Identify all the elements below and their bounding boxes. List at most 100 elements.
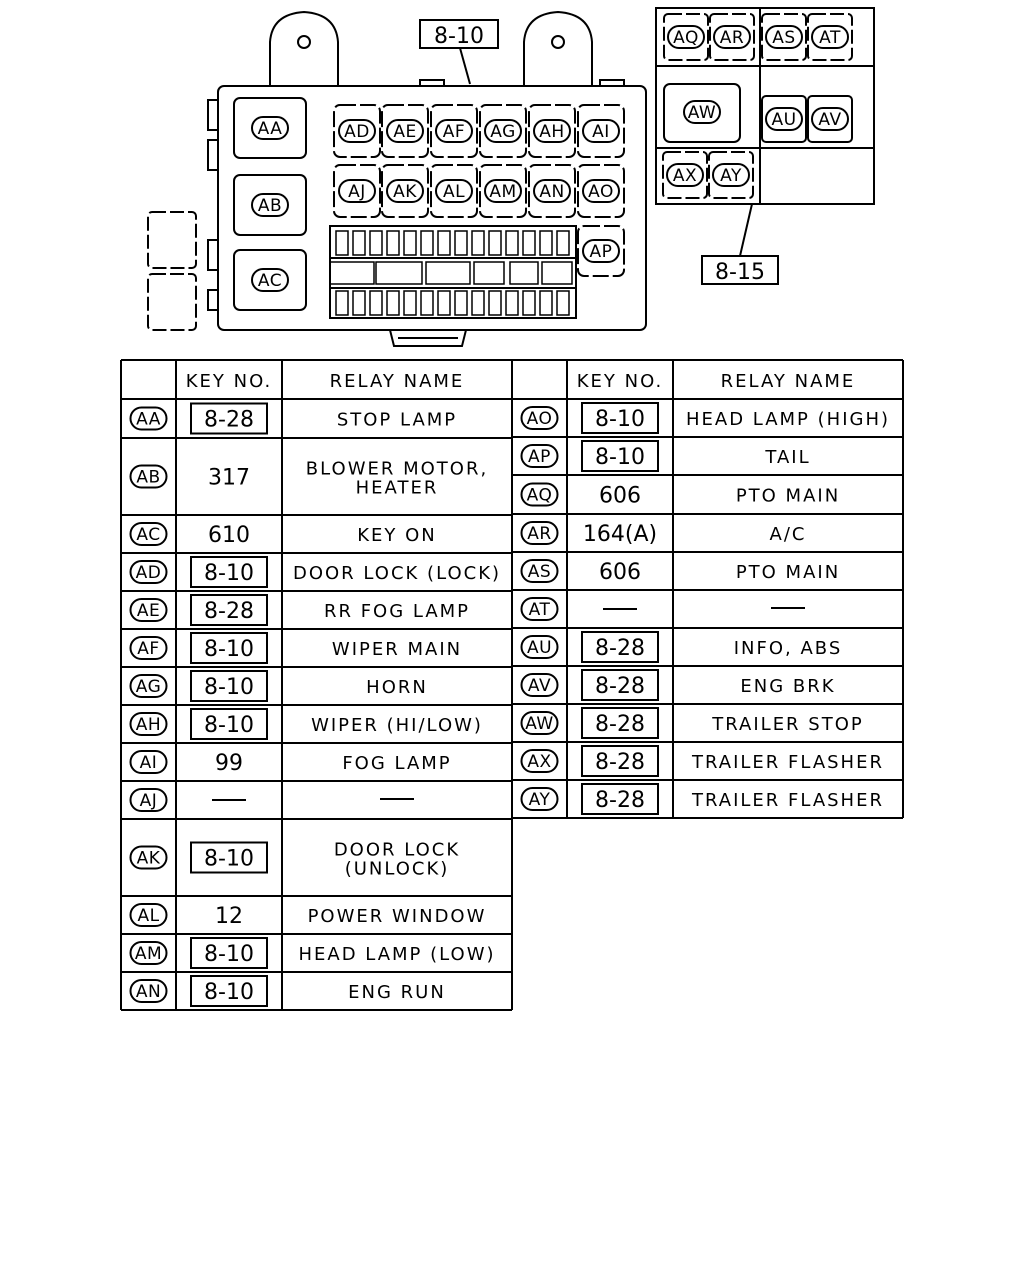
relay-code: AN bbox=[539, 182, 564, 202]
relay-oval bbox=[520, 597, 559, 621]
key-box bbox=[190, 841, 268, 874]
relay-box-drawing bbox=[147, 7, 875, 347]
fuse bbox=[454, 290, 468, 316]
fuse bbox=[420, 230, 434, 256]
relay-code: AH bbox=[136, 715, 161, 735]
relay-code: AU bbox=[771, 110, 796, 130]
relay-label-ac: AC bbox=[251, 268, 289, 292]
relay-code: AR bbox=[720, 28, 744, 48]
relay-name: PTO MAIN bbox=[736, 486, 840, 507]
relay-code: AH bbox=[539, 122, 564, 142]
relay-label-ak: AK bbox=[386, 179, 424, 203]
relay-oval bbox=[520, 406, 559, 430]
table-row: AT—— bbox=[520, 597, 798, 621]
fuse bbox=[437, 230, 451, 256]
relay-name: RR FOG LAMP bbox=[324, 601, 470, 622]
relay-slot bbox=[761, 13, 807, 61]
relay-code: AE bbox=[137, 601, 160, 621]
relay-oval bbox=[338, 119, 376, 143]
relay-oval bbox=[667, 25, 705, 49]
callout-box-8-10 bbox=[419, 19, 499, 49]
relay-label-al: AL bbox=[129, 903, 168, 927]
key-no: 8-10 bbox=[204, 847, 254, 872]
key-no: 8-10 bbox=[204, 675, 254, 700]
relay-code: AI bbox=[592, 122, 610, 142]
relay-name-line-2: (UNLOCK) bbox=[345, 859, 450, 880]
relay-code: AF bbox=[443, 122, 465, 142]
fuse bbox=[437, 290, 451, 316]
relay-oval bbox=[129, 406, 168, 431]
relay-name: ENG BRK bbox=[740, 676, 835, 697]
relay-slot bbox=[709, 13, 755, 61]
relay-slot bbox=[807, 13, 853, 61]
relay-oval bbox=[713, 25, 751, 49]
relay-code: AO bbox=[588, 182, 614, 202]
relay-slot bbox=[528, 104, 576, 158]
relay-oval bbox=[582, 179, 620, 203]
relay-name: TRAILER FLASHER bbox=[691, 790, 884, 811]
relay-name: — bbox=[778, 600, 798, 621]
relay-label-am: AM bbox=[129, 941, 168, 965]
relay-name: INFO, ABS bbox=[734, 638, 843, 659]
relay-oval bbox=[251, 268, 289, 292]
relay-label-av: AV bbox=[811, 107, 849, 131]
fuse bbox=[556, 290, 570, 316]
relay-label-ao: AO bbox=[582, 179, 620, 203]
relay-oval bbox=[520, 673, 559, 697]
relay-label-an: AN bbox=[533, 179, 571, 203]
relay-label-af: AF bbox=[435, 119, 473, 143]
mounting-ear-right bbox=[523, 10, 593, 86]
relay-oval bbox=[129, 788, 168, 812]
relay-oval bbox=[811, 107, 849, 131]
relay-name: STOP LAMP bbox=[337, 410, 457, 431]
fuse bbox=[369, 290, 383, 316]
relay-label-ay: AY bbox=[712, 163, 750, 187]
fuse-large bbox=[375, 261, 423, 285]
table-row: AE 8-28 RR FOG LAMP bbox=[129, 594, 470, 626]
relay-code: AW bbox=[688, 103, 717, 123]
relay-oval bbox=[129, 560, 168, 584]
fuse bbox=[352, 290, 366, 316]
relay-oval bbox=[484, 119, 522, 143]
relay-oval bbox=[582, 239, 620, 263]
relay-label-aj: AJ bbox=[338, 179, 376, 203]
key-no: 8-10 bbox=[204, 713, 254, 738]
relay-oval bbox=[520, 444, 559, 468]
relay-oval bbox=[129, 674, 168, 698]
relay-label-ax: AX bbox=[520, 749, 559, 773]
relay-name: POWER WINDOW bbox=[308, 906, 487, 927]
callout-sub-box: 8-15 bbox=[715, 260, 765, 285]
relay-code: AT bbox=[819, 28, 841, 48]
relay-label-al: AL bbox=[435, 179, 473, 203]
fuse bbox=[505, 290, 519, 316]
key-no: 8-28 bbox=[595, 712, 645, 737]
relay-slot bbox=[479, 104, 527, 158]
fuse bbox=[539, 230, 553, 256]
relay-name: PTO MAIN bbox=[736, 562, 840, 583]
key-no: 8-10 bbox=[595, 407, 645, 432]
relay-slot bbox=[381, 164, 429, 218]
key-no: 8-28 bbox=[204, 599, 254, 624]
relay-code: AQ bbox=[527, 486, 553, 506]
relay-slot bbox=[333, 164, 381, 218]
key-box bbox=[581, 669, 659, 701]
relay-name: WIPER MAIN bbox=[332, 639, 462, 660]
relay-oval bbox=[129, 979, 168, 1003]
relay-slot bbox=[577, 104, 625, 158]
relay-code: AS bbox=[528, 562, 551, 582]
relay-name: HORN bbox=[366, 677, 428, 698]
key-no: 317 bbox=[208, 466, 250, 491]
relay-oval bbox=[811, 25, 849, 49]
relay-label-aa: AA bbox=[129, 406, 168, 431]
mount-hole-left bbox=[297, 35, 311, 49]
relay-code: AV bbox=[528, 676, 551, 696]
relay-label-ap: AP bbox=[520, 444, 559, 468]
relay-slot bbox=[333, 104, 381, 158]
key-no: 99 bbox=[215, 751, 243, 776]
